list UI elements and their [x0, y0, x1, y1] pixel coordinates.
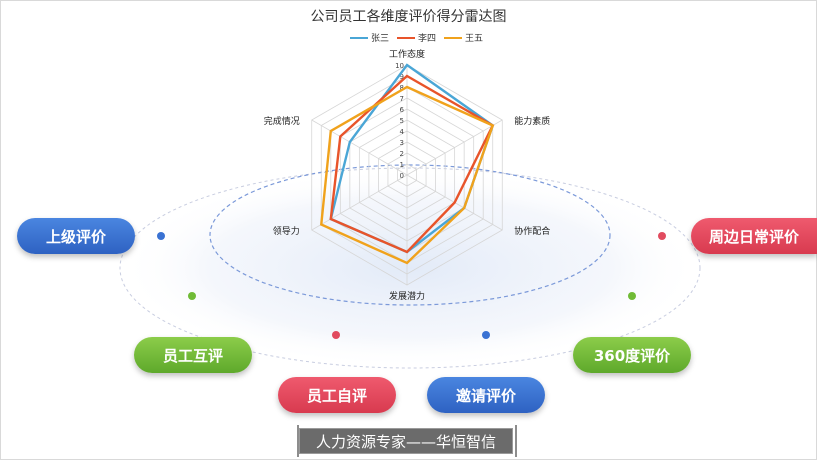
outer-orbit — [119, 167, 701, 369]
radar-series-2 — [319, 85, 495, 265]
legend: 张三 李四 王五 — [350, 31, 483, 44]
degree360-evaluation-pill: 360度评价 — [573, 337, 691, 373]
orbit-dot-left-green — [188, 292, 196, 300]
orbit-dot-right-red — [658, 232, 666, 240]
orbit-dot-right-green — [628, 292, 636, 300]
radar-indicator-label: 协作配合 — [514, 225, 550, 237]
radar-scale-label: 10 — [395, 62, 404, 70]
chart-title: 公司员工各维度评价得分雷达图 — [310, 9, 507, 25]
surrounding-evaluation-pill: 周边日常评价 — [691, 218, 817, 254]
radar-scale-label: 5 — [400, 117, 404, 125]
orbit-dot-bottom-blue — [482, 331, 490, 339]
legend-item-lisi: 李四 — [397, 31, 436, 44]
radar-scale-label: 6 — [400, 106, 405, 114]
peer-evaluation-pill: 员工互评 — [134, 337, 252, 373]
radar-scale-label: 7 — [400, 95, 404, 103]
legend-label-lisi: 李四 — [418, 34, 437, 44]
radar-axis-line — [406, 119, 503, 176]
superior-evaluation-pill: 上级评价 — [17, 218, 135, 254]
legend-label-wangwu: 王五 — [465, 34, 484, 44]
radar-scale-label: 2 — [400, 150, 404, 158]
self-evaluation-pill: 员工自评 — [278, 377, 396, 413]
footer-bracket — [297, 425, 517, 457]
orbit-dot-left — [157, 232, 165, 240]
invited-evaluation-pill: 邀请评价 — [427, 377, 545, 413]
radar-indicator-label: 工作态度 — [389, 48, 425, 60]
radar-indicator-label: 领导力 — [273, 225, 300, 237]
footer-caption: 人力资源专家——华恒智信 — [299, 428, 513, 454]
radar-indicator-label: 完成情况 — [264, 115, 300, 127]
legend-swatch-wangwu — [444, 36, 463, 39]
legend-swatch-zhangsan — [350, 36, 368, 39]
radar-scale-label: 4 — [400, 128, 405, 136]
legend-swatch-lisi — [397, 36, 416, 39]
legend-item-wangwu: 王五 — [444, 31, 483, 44]
radar-scale-label: 8 — [400, 84, 404, 92]
orbit-dot-bottom-red — [332, 331, 340, 339]
radar-indicator-label: 发展潜力 — [389, 290, 425, 302]
radar-scale-label: 1 — [400, 161, 404, 169]
radar-scale-label: 0 — [400, 172, 404, 180]
legend-label-zhangsan: 张三 — [371, 34, 390, 44]
radar-series-0 — [329, 63, 495, 254]
radar-axis-line — [311, 174, 408, 231]
inner-orbit — [209, 164, 611, 306]
legend-item-zhangsan: 张三 — [350, 31, 389, 44]
radar-scale-label: 3 — [400, 139, 404, 147]
radar-scale-label: 9 — [400, 73, 404, 81]
radar-axis-line — [311, 119, 408, 176]
radar-series-1 — [329, 74, 495, 254]
radar-indicator-label: 能力素质 — [514, 115, 550, 127]
